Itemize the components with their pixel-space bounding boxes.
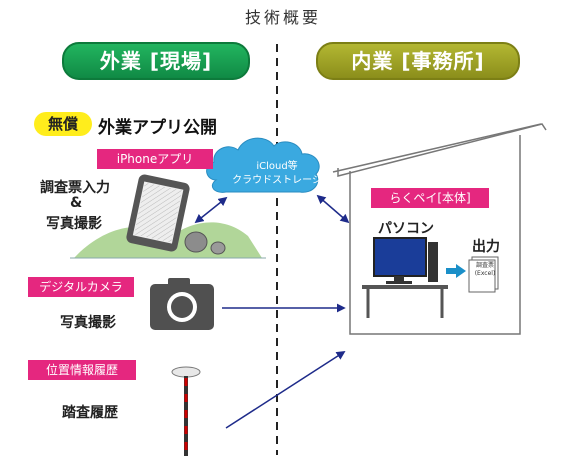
document-icon: [468, 256, 499, 293]
office-work-header: 内業 [事務所]: [316, 42, 520, 80]
output-label: 出力: [472, 239, 500, 255]
photo-shoot-label: 写真撮影: [46, 216, 102, 232]
pc-label: パソコン: [378, 221, 434, 237]
iphone-app-tag: iPhoneアプリ: [97, 149, 213, 169]
free-badge: 無償: [34, 112, 92, 136]
pc-icon: [362, 237, 448, 318]
cloud-label-line2: クラウドストレージ: [232, 175, 322, 186]
location-arrow: [225, 351, 346, 429]
survey-history-label: 踏査履歴: [62, 405, 118, 421]
office-house: [332, 123, 547, 335]
ampersand-label: &: [70, 195, 83, 211]
camera-photo-label: 写真撮影: [60, 315, 116, 331]
document-label-line2: (Excel): [474, 270, 496, 277]
document-label-line1: 調査票: [475, 262, 494, 269]
survey-input-label: 調査票入力: [40, 180, 110, 196]
location-history-tag: 位置情報履歴: [28, 360, 136, 380]
cloud-label-line1: iCloud等: [256, 161, 298, 172]
camera-icon: [150, 278, 214, 330]
cloud-icon: [206, 137, 320, 193]
app-release-text: 外業アプリ公開: [98, 118, 217, 138]
tablet-icon: [126, 174, 190, 252]
digital-camera-tag: デジタルカメラ: [28, 277, 134, 297]
rock-icon: [184, 231, 226, 255]
sync-arrow-left: [194, 196, 228, 224]
page-title: 技術概要: [244, 8, 321, 27]
sync-arrow-right: [316, 194, 350, 224]
rakupei-tag: らくペイ[本体]: [371, 188, 489, 208]
document-label: 調査票 (Excel): [471, 262, 499, 278]
survey-pole-icon: [171, 366, 201, 456]
field-work-header: 外業 [現場]: [62, 42, 250, 80]
output-arrow: [446, 264, 466, 278]
cloud-label: iCloud等 クラウドストレージ: [232, 160, 322, 188]
